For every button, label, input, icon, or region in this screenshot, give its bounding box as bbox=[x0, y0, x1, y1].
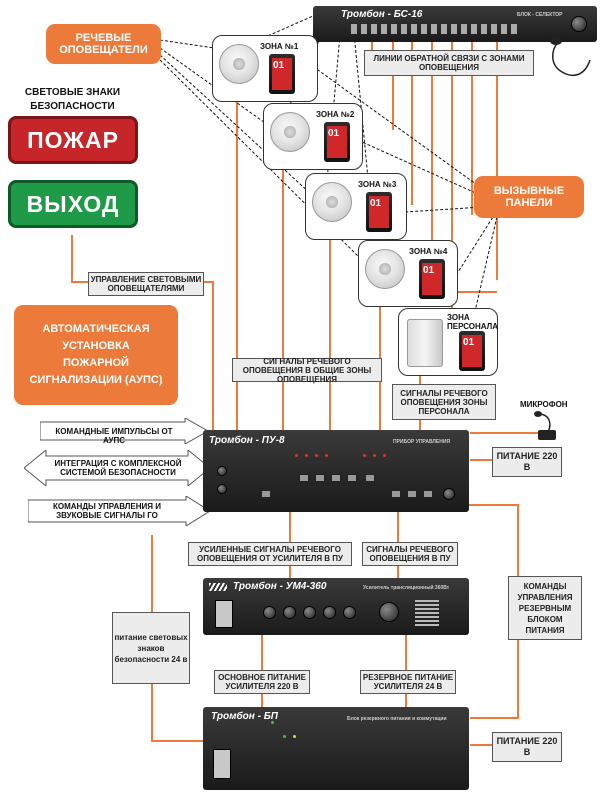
microphone-label: МИКРОФОН bbox=[520, 400, 568, 409]
zone-name: ЗОНА №2 bbox=[316, 110, 355, 119]
zone-4: ЗОНА №4 01 bbox=[358, 240, 458, 307]
cmd-pulses-label: КОМАНДНЫЕ ИМПУЛЬСЫ ОТ АУПС bbox=[55, 427, 173, 445]
backup-commands-label: КОМАНДЫ УПРАВЛЕНИЯ РЕЗЕРВНЫМ БЛОКОМ ПИТА… bbox=[508, 576, 582, 640]
control-unit: Тромбон - ПУ-8 ПРИБОР УПРАВЛЕНИЯ bbox=[203, 430, 469, 512]
exit-sign: ВЫХОД bbox=[8, 180, 138, 228]
power-supply-unit: Тромбон - БП Блок резервного питания и к… bbox=[203, 707, 469, 790]
amplifier-master-knob[interactable] bbox=[379, 602, 399, 622]
zone-staff: ЗОНА ПЕРСОНАЛА 01 bbox=[398, 308, 498, 376]
amplifier-knob[interactable] bbox=[343, 606, 356, 619]
arrow-cmd-pulses bbox=[40, 418, 210, 444]
control-unit-button[interactable] bbox=[423, 490, 433, 498]
selector-microphone-icon bbox=[550, 37, 591, 76]
wire-sign-power bbox=[151, 535, 208, 742]
speaker-icon bbox=[270, 112, 310, 152]
fire-sign: ПОЖАР bbox=[8, 116, 138, 164]
aups-label: АВТОМАТИЧЕСКАЯ УСТАНОВКА ПОЖАРНОЙ СИГНАЛ… bbox=[14, 305, 178, 405]
control-unit-title: Тромбон - ПУ-8 bbox=[209, 435, 285, 446]
arrow-integration bbox=[24, 450, 210, 486]
sign-power-label: питание световых знаков безопасности 24 … bbox=[112, 612, 190, 684]
power-supply-title: Тромбон - БП bbox=[211, 711, 278, 722]
speakers-label: РЕЧЕВЫЕ ОПОВЕЩАТЕЛИ bbox=[46, 24, 161, 64]
speaker-icon bbox=[219, 44, 259, 84]
amplifier-title: Тромбон - УМ4-360 bbox=[233, 581, 327, 592]
amplified-signals-label: УСИЛЕННЫЕ СИГНАЛЫ РЕЧЕВОГО ОПОВЕЩЕНИЯ ОТ… bbox=[188, 542, 352, 566]
control-unit-button[interactable] bbox=[331, 474, 341, 482]
zone-name: ЗОНА ПЕРСОНАЛА bbox=[447, 313, 499, 331]
call-panel-icon: 01 bbox=[366, 192, 392, 232]
main-power-label: ОСНОВНОЕ ПИТАНИЕ УСИЛИТЕЛЯ 220 В bbox=[214, 670, 310, 694]
common-zones-label: СИГНАЛЫ РЕЧЕВОГО ОПОВЕЩЕНИЯ В ОБЩИЕ ЗОНЫ… bbox=[232, 357, 382, 384]
control-unit-knob[interactable] bbox=[217, 466, 227, 476]
arrow-go-commands bbox=[28, 496, 210, 526]
control-unit-button[interactable] bbox=[299, 474, 309, 482]
call-panel-icon: 01 bbox=[419, 259, 445, 299]
amplifier-knob[interactable] bbox=[303, 606, 316, 619]
control-unit-button[interactable] bbox=[261, 490, 271, 498]
selector-subtitle: БЛОК - СЕЛЕКТОР bbox=[517, 12, 563, 18]
fire-sign-label: ПОЖАР bbox=[27, 126, 119, 153]
amplifier-logo-icon bbox=[209, 583, 227, 591]
zone-name: ЗОНА №1 bbox=[260, 42, 299, 51]
call-panel-icon: 01 bbox=[269, 54, 295, 94]
light-control-label: УПРАВЛЕНИЕ СВЕТОВЫМИ ОПОВЕЩАТЕЛЯМИ bbox=[88, 272, 204, 296]
selector-unit: Тромбон - БС-16 БЛОК - СЕЛЕКТОР bbox=[313, 6, 597, 42]
speaker-icon bbox=[365, 249, 405, 289]
zone-3: ЗОНА №3 01 bbox=[305, 173, 407, 240]
power-bottom-label: ПИТАНИЕ 220 В bbox=[492, 732, 562, 762]
control-unit-button[interactable] bbox=[407, 490, 417, 498]
control-unit-button[interactable] bbox=[365, 474, 375, 482]
exit-sign-label: ВЫХОД bbox=[26, 190, 120, 217]
go-commands-label: КОМАНДЫ УПРАВЛЕНИЯ И ЗВУКОВЫЕ СИГНАЛЫ ГО bbox=[53, 502, 161, 520]
zone-name: ЗОНА №4 bbox=[409, 247, 448, 256]
call-panel-icon: 01 bbox=[324, 122, 350, 162]
microphone-icon bbox=[534, 411, 556, 440]
zone-1: ЗОНА №1 01 bbox=[212, 35, 318, 102]
control-unit-subtitle: ПРИБОР УПРАВЛЕНИЯ bbox=[393, 439, 451, 445]
control-unit-button[interactable] bbox=[315, 474, 325, 482]
call-panels-label: ВЫЗЫВНЫЕ ПАНЕЛИ bbox=[474, 176, 584, 218]
amplifier-knob[interactable] bbox=[323, 606, 336, 619]
feedback-lines-label: ЛИНИИ ОБРАТНОЙ СВЯЗИ С ЗОНАМИ ОПОВЕЩЕНИЯ bbox=[364, 50, 534, 76]
control-unit-knob[interactable] bbox=[217, 484, 227, 494]
amplifier-subtitle: Усилитель трансляционный 360Вт bbox=[363, 585, 450, 591]
power-supply-switch[interactable] bbox=[213, 749, 231, 779]
control-unit-mic-jack[interactable] bbox=[443, 488, 455, 500]
reserve-power-label: РЕЗЕРВНОЕ ПИТАНИЕ УСИЛИТЕЛЯ 24 В bbox=[360, 670, 456, 694]
control-unit-button[interactable] bbox=[391, 490, 401, 498]
integration-label: ИНТЕГРАЦИЯ С КОМПЛЕКСНОЙ СИСТЕМОЙ БЕЗОПА… bbox=[54, 459, 182, 477]
amplifier-knob[interactable] bbox=[263, 606, 276, 619]
speaker-icon bbox=[312, 182, 352, 222]
power-top-label: ПИТАНИЕ 220 В bbox=[492, 447, 562, 477]
control-unit-button[interactable] bbox=[347, 474, 357, 482]
safety-signs-title: СВЕТОВЫЕ ЗНАКИ БЕЗОПАСНОСТИ bbox=[24, 87, 121, 112]
selector-title: Тромбон - БС-16 bbox=[341, 9, 423, 20]
amplifier-knob[interactable] bbox=[283, 606, 296, 619]
call-panel-icon: 01 bbox=[459, 331, 485, 371]
voice-signals-label: СИГНАЛЫ РЕЧЕВОГО ОПОВЕЩЕНИЯ В ПУ bbox=[362, 542, 458, 566]
selector-buttons[interactable] bbox=[351, 24, 521, 34]
selector-knob[interactable] bbox=[571, 16, 587, 32]
amplifier-power-switch[interactable] bbox=[215, 600, 233, 628]
wall-speaker-icon bbox=[407, 319, 443, 367]
zone-2: ЗОНА №2 01 bbox=[263, 103, 363, 170]
zone-name: ЗОНА №3 bbox=[358, 180, 397, 189]
amplifier-unit: Тромбон - УМ4-360 Усилитель трансляционн… bbox=[203, 578, 469, 635]
power-supply-subtitle: Блок резервного питания и коммутации bbox=[347, 716, 447, 722]
amplifier-level-meter bbox=[415, 600, 439, 626]
staff-zone-signals-label: СИГНАЛЫ РЕЧЕВОГО ОПОВЕЩЕНИЯ ЗОНЫ ПЕРСОНА… bbox=[392, 384, 496, 420]
